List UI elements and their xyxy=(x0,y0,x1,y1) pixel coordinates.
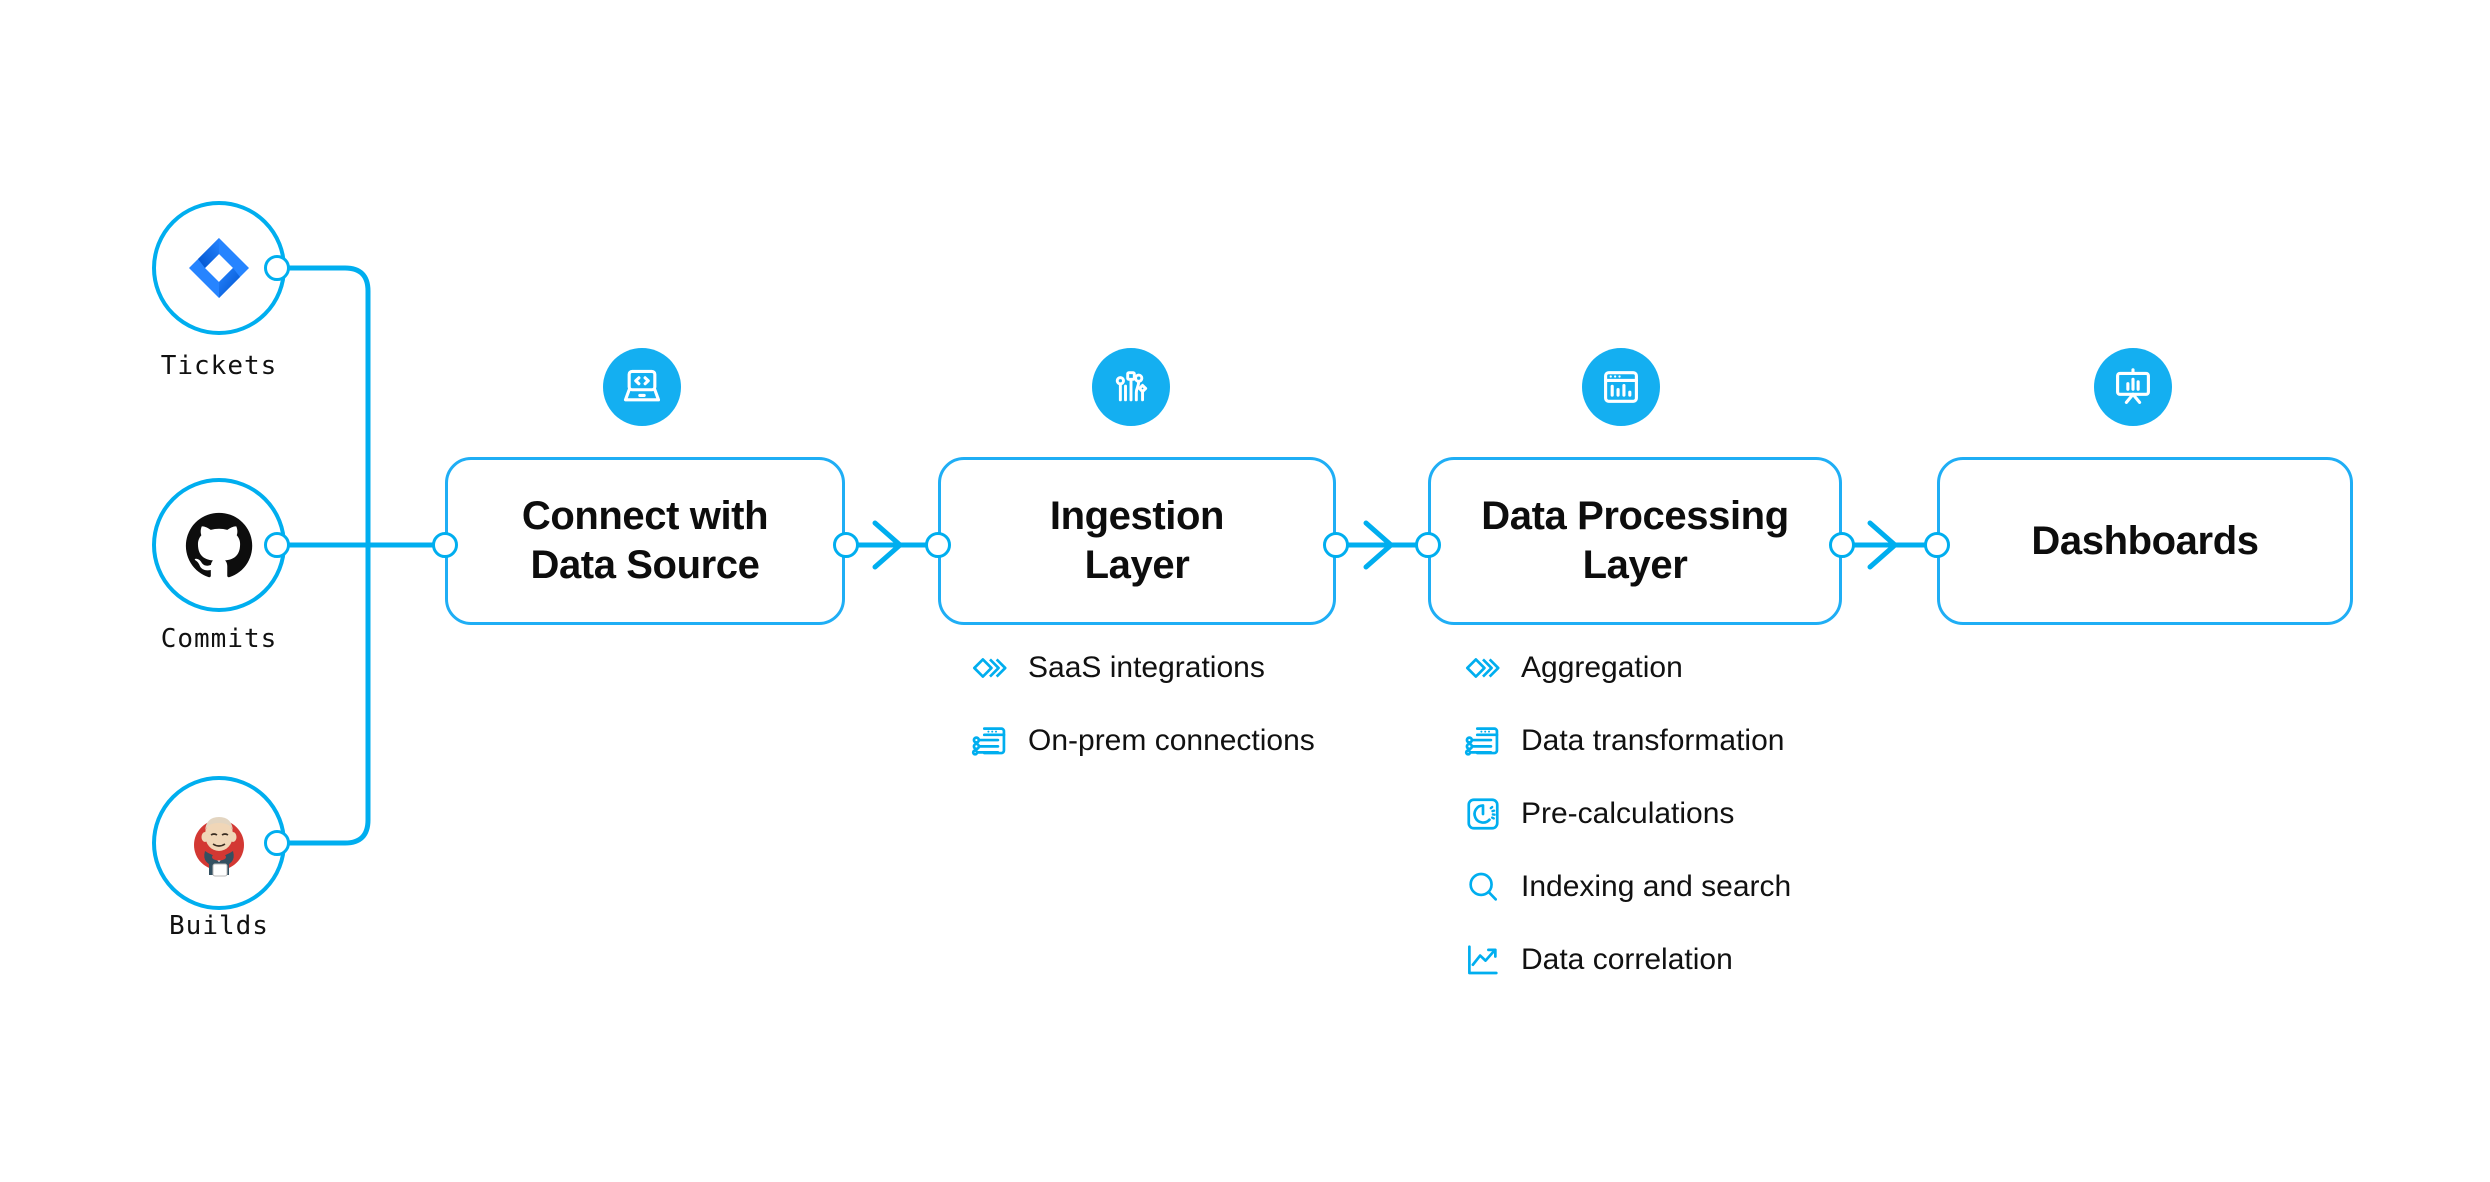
feature-label: Data correlation xyxy=(1521,943,1733,976)
line-chart-icon xyxy=(1463,940,1503,980)
stage-title-line1: Dashboards xyxy=(2031,518,2259,563)
stage-title-line2: Layer xyxy=(1084,543,1190,587)
connector-knob-processing-right[interactable] xyxy=(1829,532,1855,558)
jira-logo-icon xyxy=(187,236,251,300)
feature-item: Data transformation xyxy=(1463,718,1791,764)
connector-knob-connect-right[interactable] xyxy=(833,532,859,558)
connector-knob-builds[interactable] xyxy=(264,830,290,856)
source-label-builds: Builds xyxy=(169,911,269,941)
jenkins-logo-icon xyxy=(183,807,255,879)
stage-box-connect-with-data-source[interactable]: Connect with Data Source xyxy=(445,457,845,625)
feature-list-data-processing-layer: Aggregation Data transformation xyxy=(1463,645,1791,1010)
stage-title-line2: Layer xyxy=(1582,543,1688,587)
stage-box-ingestion-layer[interactable]: Ingestion Layer xyxy=(938,457,1336,625)
gauge-square-icon xyxy=(1463,794,1503,834)
circuit-nodes-icon xyxy=(1115,371,1148,402)
feature-item: On-prem connections xyxy=(970,718,1315,764)
feature-item: Aggregation xyxy=(1463,645,1791,691)
source-label-tickets: Tickets xyxy=(160,351,278,381)
github-logo-icon xyxy=(185,512,253,578)
badge-presentation-chart xyxy=(2094,348,2172,426)
browser-sliders-icon xyxy=(970,721,1010,761)
feature-list-ingestion-layer: SaaS integrations On-prem conne xyxy=(970,645,1315,791)
badge-laptop-code xyxy=(603,348,681,426)
feature-item: Indexing and search xyxy=(1463,864,1791,910)
feature-label: Pre-calculations xyxy=(1521,797,1735,830)
source-label-commits: Commits xyxy=(160,624,278,654)
browser-sliders-icon xyxy=(1463,721,1503,761)
source-node-builds[interactable] xyxy=(152,776,286,910)
feature-label: On-prem connections xyxy=(1028,724,1315,757)
stacked-diamonds-icon xyxy=(1463,648,1503,688)
connector-knob-dashboards-left[interactable] xyxy=(1924,532,1950,558)
feature-item: Data correlation xyxy=(1463,937,1791,983)
laptop-code-icon xyxy=(623,369,661,402)
stacked-diamonds-icon xyxy=(970,648,1010,688)
browser-barchart-icon xyxy=(1604,371,1638,403)
stage-title-line1: Data Processing xyxy=(1481,494,1789,539)
stage-title-line2: Data Source xyxy=(530,543,760,587)
stage-title-line1: Connect with xyxy=(521,494,769,539)
connector-knob-tickets[interactable] xyxy=(264,255,290,281)
magnifier-icon xyxy=(1463,867,1503,907)
connector-knob-processing-left[interactable] xyxy=(1415,532,1441,558)
feature-item: SaaS integrations xyxy=(970,645,1315,691)
feature-label: Indexing and search xyxy=(1521,870,1792,903)
source-node-commits[interactable] xyxy=(152,478,286,612)
connector-knob-connect-left[interactable] xyxy=(432,532,458,558)
stage-title-line1: Ingestion xyxy=(1049,494,1225,539)
feature-label: SaaS integrations xyxy=(1028,651,1265,684)
stage-box-dashboards[interactable]: Dashboards xyxy=(1937,457,2353,625)
connector-knob-ingestion-left[interactable] xyxy=(925,532,951,558)
connector-knob-commits[interactable] xyxy=(264,532,290,558)
connector-knob-ingestion-right[interactable] xyxy=(1323,532,1349,558)
feature-item: Pre-calculations xyxy=(1463,791,1791,837)
badge-browser-barchart xyxy=(1582,348,1660,426)
badge-circuit-nodes xyxy=(1092,348,1170,426)
presentation-chart-icon xyxy=(2116,368,2150,404)
feature-label: Aggregation xyxy=(1521,651,1683,684)
feature-label: Data transformation xyxy=(1521,724,1785,757)
stage-box-data-processing-layer[interactable]: Data Processing Layer xyxy=(1428,457,1842,625)
